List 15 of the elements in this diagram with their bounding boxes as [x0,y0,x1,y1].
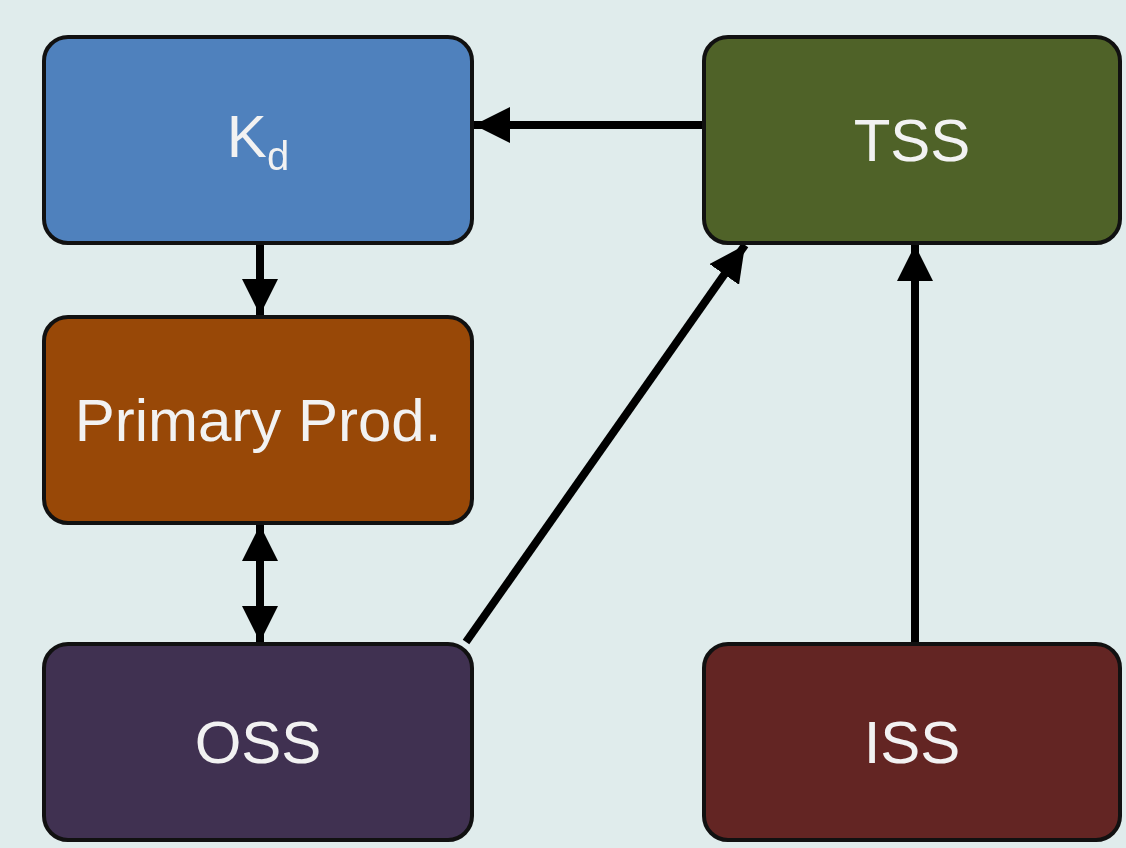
process-box [42,315,474,525]
arrow [242,525,278,642]
box-label: ISS [863,707,961,777]
box-label: OSS [194,707,322,777]
arrow [242,245,278,315]
arrow [474,107,702,143]
arrow [897,245,933,642]
process-box [702,642,1122,842]
arrow [462,242,749,645]
box-label: TSS [853,105,971,175]
box-label: K$_{d}$ [226,101,290,179]
process-box [42,642,474,842]
box-label: Primary Prod. [74,385,442,455]
process-box [42,35,474,245]
process-box [702,35,1122,245]
